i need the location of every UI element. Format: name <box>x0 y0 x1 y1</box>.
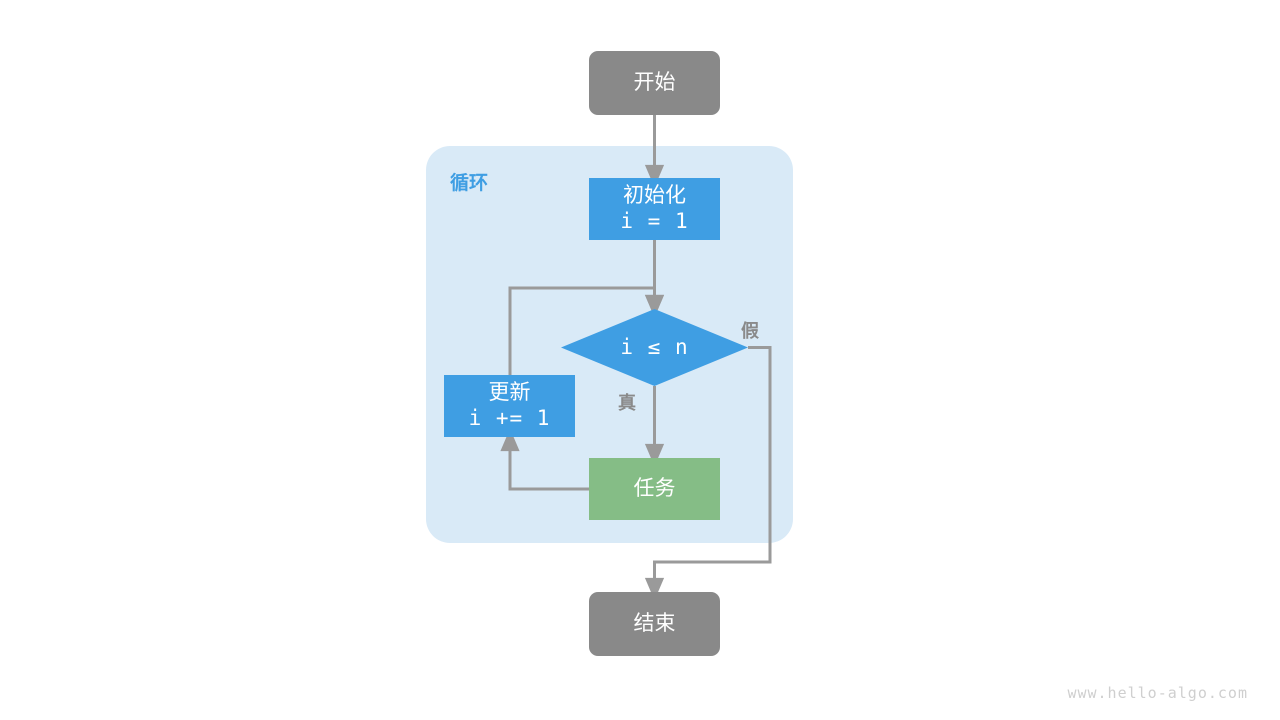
node-update[interactable] <box>444 375 575 437</box>
node-init[interactable] <box>589 178 720 240</box>
node-task[interactable] <box>589 458 720 520</box>
node-start[interactable] <box>589 51 720 115</box>
watermark: www.hello-algo.com <box>1067 684 1248 702</box>
node-end[interactable] <box>589 592 720 656</box>
node-condition[interactable] <box>561 309 748 386</box>
loop-container-label: 循环 <box>450 173 489 194</box>
edge-update-to-condition <box>508 286 665 375</box>
edge-group <box>500 115 772 601</box>
edge-label-true: 真 <box>618 393 636 413</box>
edge-label-false: 假 <box>741 321 759 341</box>
edge-task-to-update <box>500 428 589 491</box>
edge-condition-to-end <box>644 346 772 601</box>
